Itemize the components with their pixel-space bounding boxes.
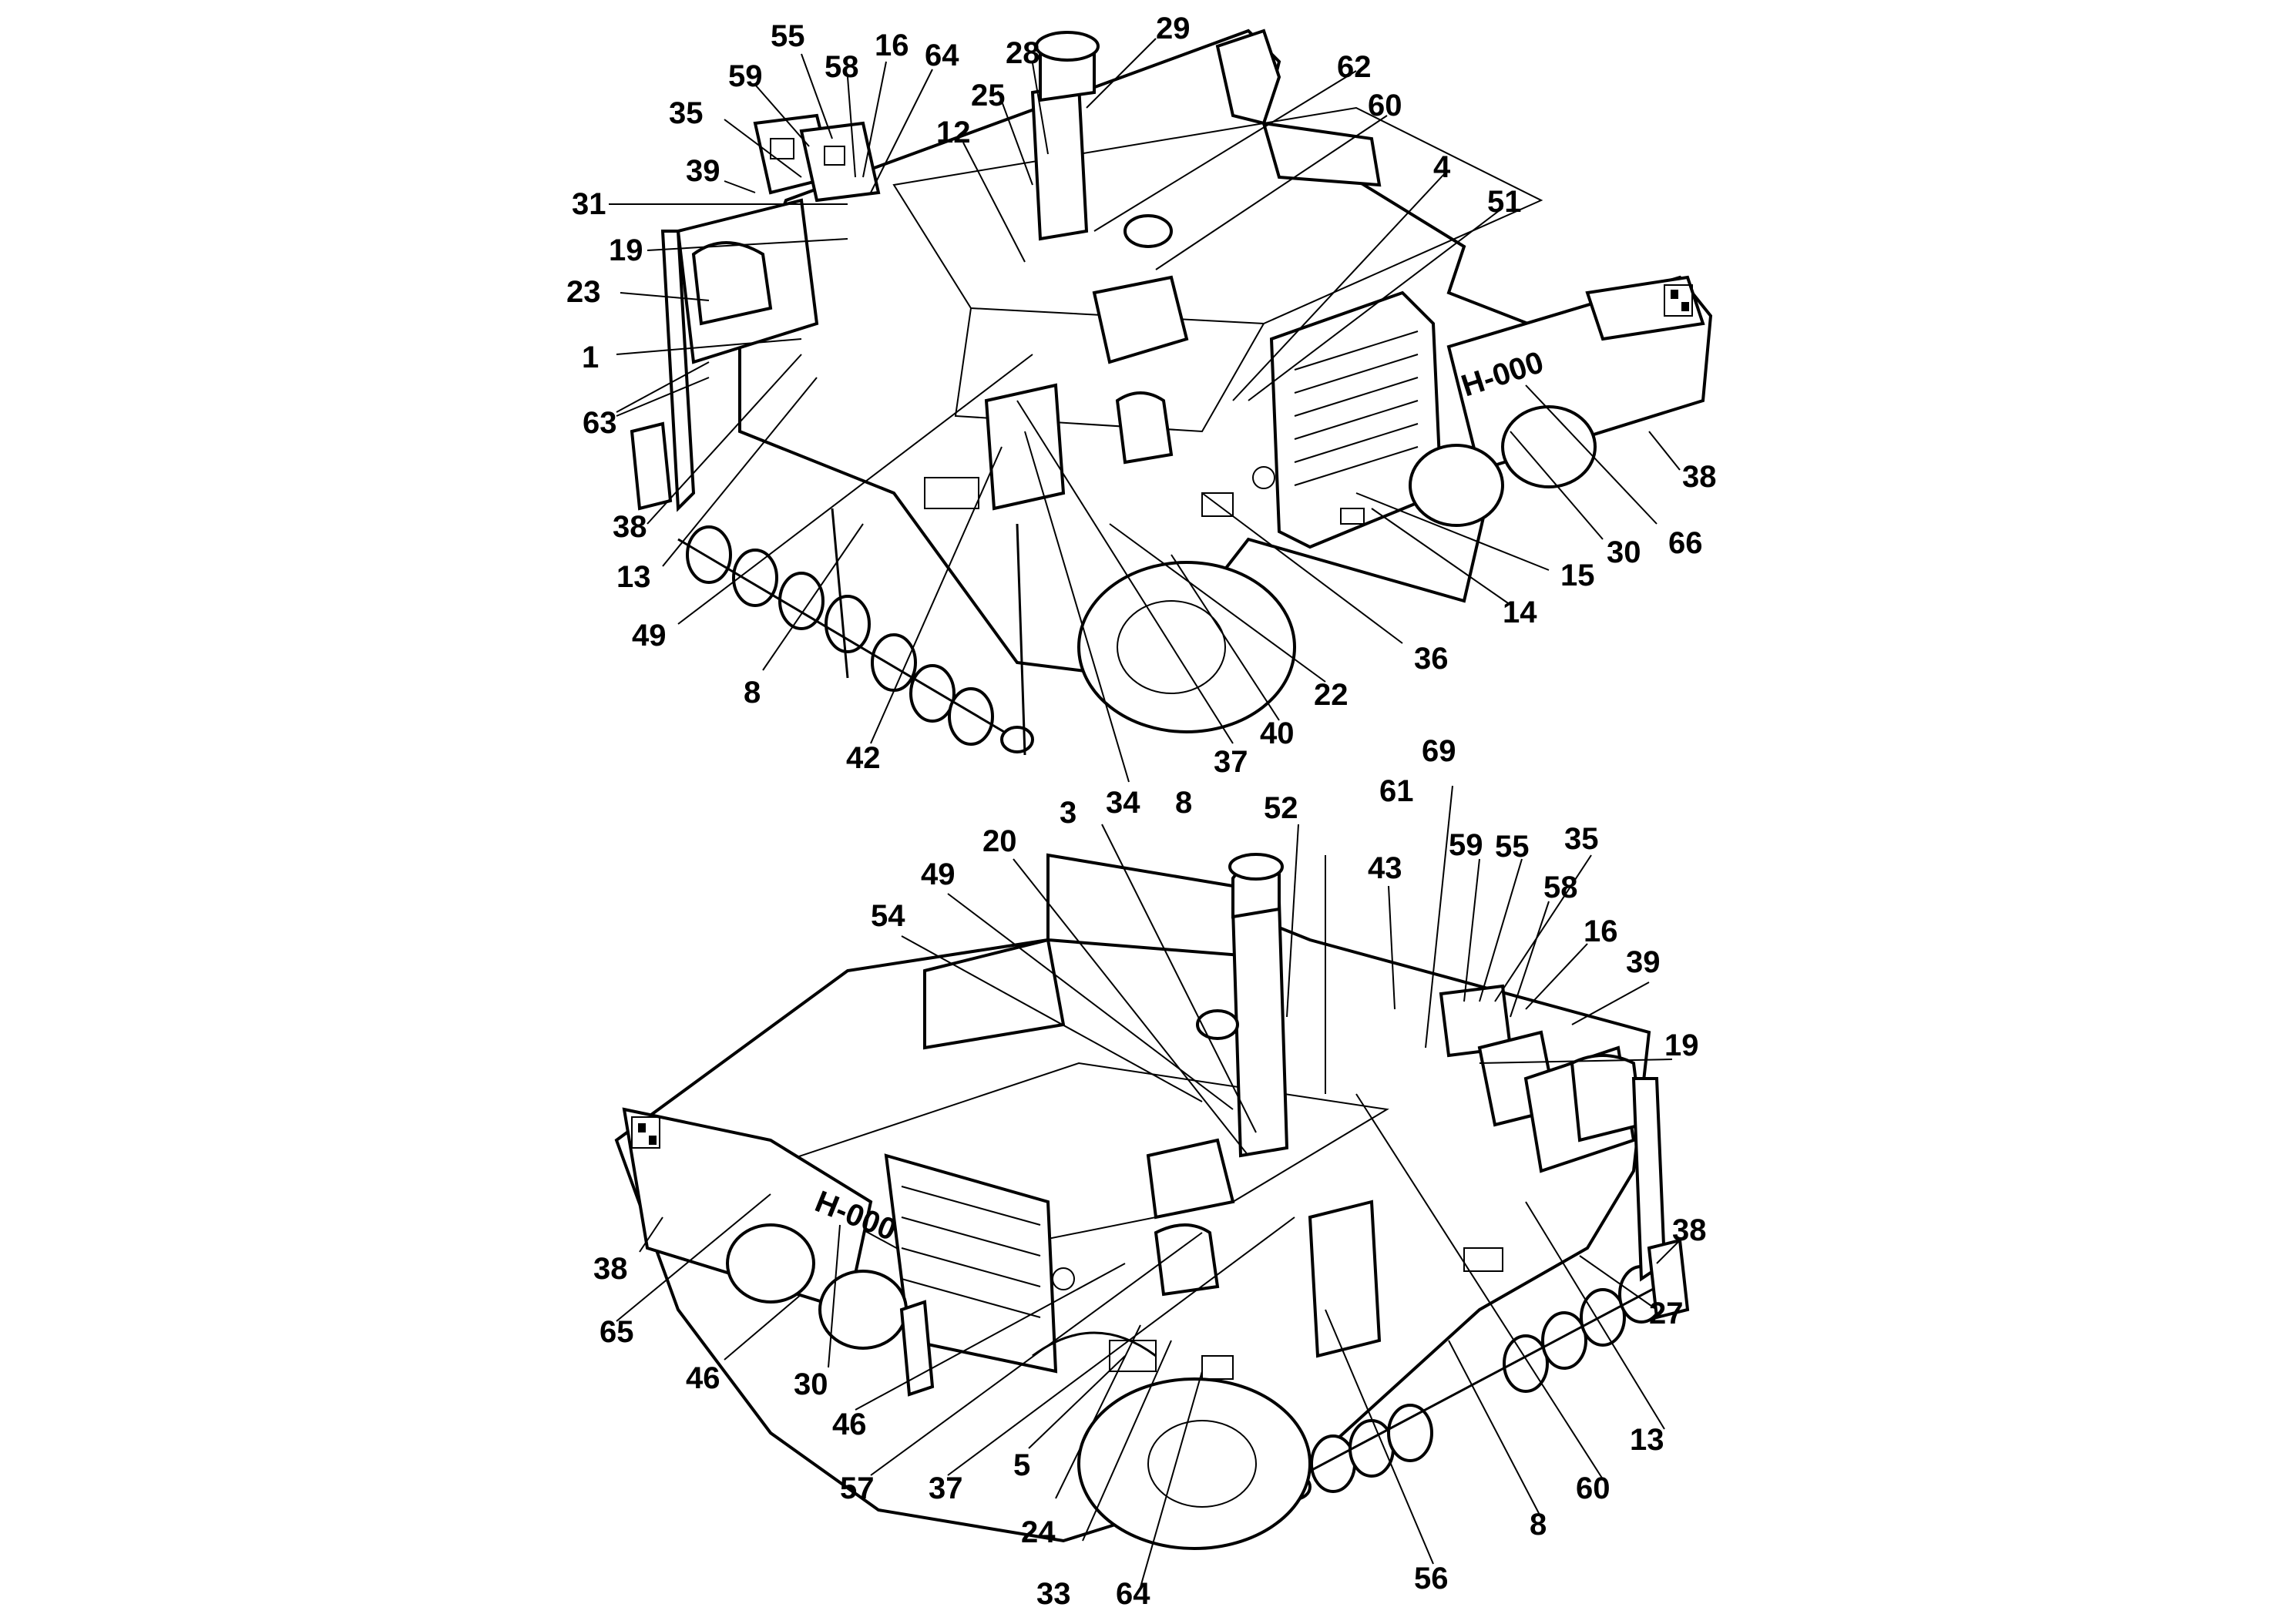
callout-49b: 49 — [921, 857, 956, 891]
callout-43: 43 — [1368, 851, 1402, 885]
callout-59b: 59 — [1449, 828, 1483, 862]
callout-66: 66 — [1668, 526, 1703, 560]
callout-3: 3 — [1060, 796, 1076, 830]
upper-callouts: 29 28 25 62 60 55 58 16 64 59 35 12 39 3… — [566, 12, 1717, 820]
leader-lines — [609, 38, 1681, 1588]
callout-46b: 46 — [686, 1361, 720, 1395]
callout-40: 40 — [1260, 716, 1295, 750]
callout-8c: 8 — [1530, 1508, 1547, 1542]
callout-38b: 38 — [1682, 460, 1717, 494]
callout-64b: 64 — [1116, 1577, 1150, 1611]
callout-46a: 46 — [832, 1408, 867, 1441]
callout-15: 15 — [1560, 559, 1595, 592]
callout-22: 22 — [1314, 678, 1349, 712]
callout-69: 69 — [1422, 734, 1456, 768]
callout-60: 60 — [1368, 89, 1402, 122]
callout-51: 51 — [1487, 185, 1522, 219]
callout-38c: 38 — [1672, 1213, 1707, 1247]
callout-55b: 55 — [1495, 830, 1530, 864]
callout-1: 1 — [582, 341, 599, 374]
callout-19: 19 — [609, 233, 643, 267]
callout-37: 37 — [1214, 745, 1248, 779]
callout-39: 39 — [686, 154, 720, 188]
callout-52: 52 — [1264, 791, 1298, 825]
callout-56: 56 — [1414, 1562, 1449, 1595]
callout-55: 55 — [771, 19, 805, 53]
callout-27: 27 — [1649, 1297, 1684, 1330]
callout-57: 57 — [840, 1471, 875, 1505]
callout-58: 58 — [825, 50, 859, 84]
callout-13b: 13 — [1630, 1423, 1664, 1457]
callout-20: 20 — [982, 824, 1017, 858]
upper-machine-drawing: H-000 — [630, 29, 1713, 756]
lower-callouts: 3 20 49 54 52 61 69 43 59 55 35 58 16 39… — [593, 734, 1707, 1611]
callout-36: 36 — [1414, 642, 1449, 676]
callout-16b: 16 — [1584, 914, 1618, 948]
callout-39b: 39 — [1626, 945, 1661, 979]
callout-34: 34 — [1106, 786, 1140, 820]
callout-29: 29 — [1156, 12, 1191, 45]
lower-machine-drawing: H-000 — [614, 853, 1690, 1550]
callout-19b: 19 — [1664, 1028, 1699, 1062]
callout-23: 23 — [566, 275, 601, 309]
callout-35b: 35 — [1564, 822, 1599, 856]
callout-37b: 37 — [929, 1471, 963, 1505]
callout-38a: 38 — [613, 510, 647, 544]
callout-5: 5 — [1013, 1448, 1030, 1482]
callout-59: 59 — [728, 59, 763, 93]
callout-28: 28 — [1006, 36, 1040, 70]
callout-4: 4 — [1433, 150, 1451, 184]
callout-33: 33 — [1036, 1577, 1071, 1611]
callout-58b: 58 — [1543, 871, 1578, 904]
callout-64: 64 — [925, 39, 959, 72]
callout-54: 54 — [871, 899, 905, 933]
callout-42: 42 — [846, 741, 881, 775]
callout-30b: 30 — [794, 1367, 828, 1401]
callout-65: 65 — [600, 1315, 634, 1349]
callout-63: 63 — [583, 406, 617, 440]
callout-62: 62 — [1337, 50, 1372, 84]
callout-8b: 8 — [1175, 786, 1192, 820]
callout-16: 16 — [875, 29, 909, 62]
callout-30a: 30 — [1607, 535, 1641, 569]
callout-31: 31 — [572, 187, 606, 221]
callout-14: 14 — [1503, 596, 1537, 629]
callout-49: 49 — [632, 619, 667, 653]
callout-25: 25 — [971, 79, 1006, 112]
callout-24: 24 — [1021, 1515, 1056, 1549]
upper-auger — [677, 525, 1034, 753]
callout-8a: 8 — [744, 676, 761, 710]
callout-12: 12 — [936, 116, 971, 149]
callout-38d: 38 — [593, 1252, 628, 1286]
callout-61: 61 — [1379, 774, 1414, 808]
callout-35: 35 — [669, 96, 704, 130]
callout-60b: 60 — [1576, 1471, 1611, 1505]
callout-13: 13 — [616, 560, 651, 594]
